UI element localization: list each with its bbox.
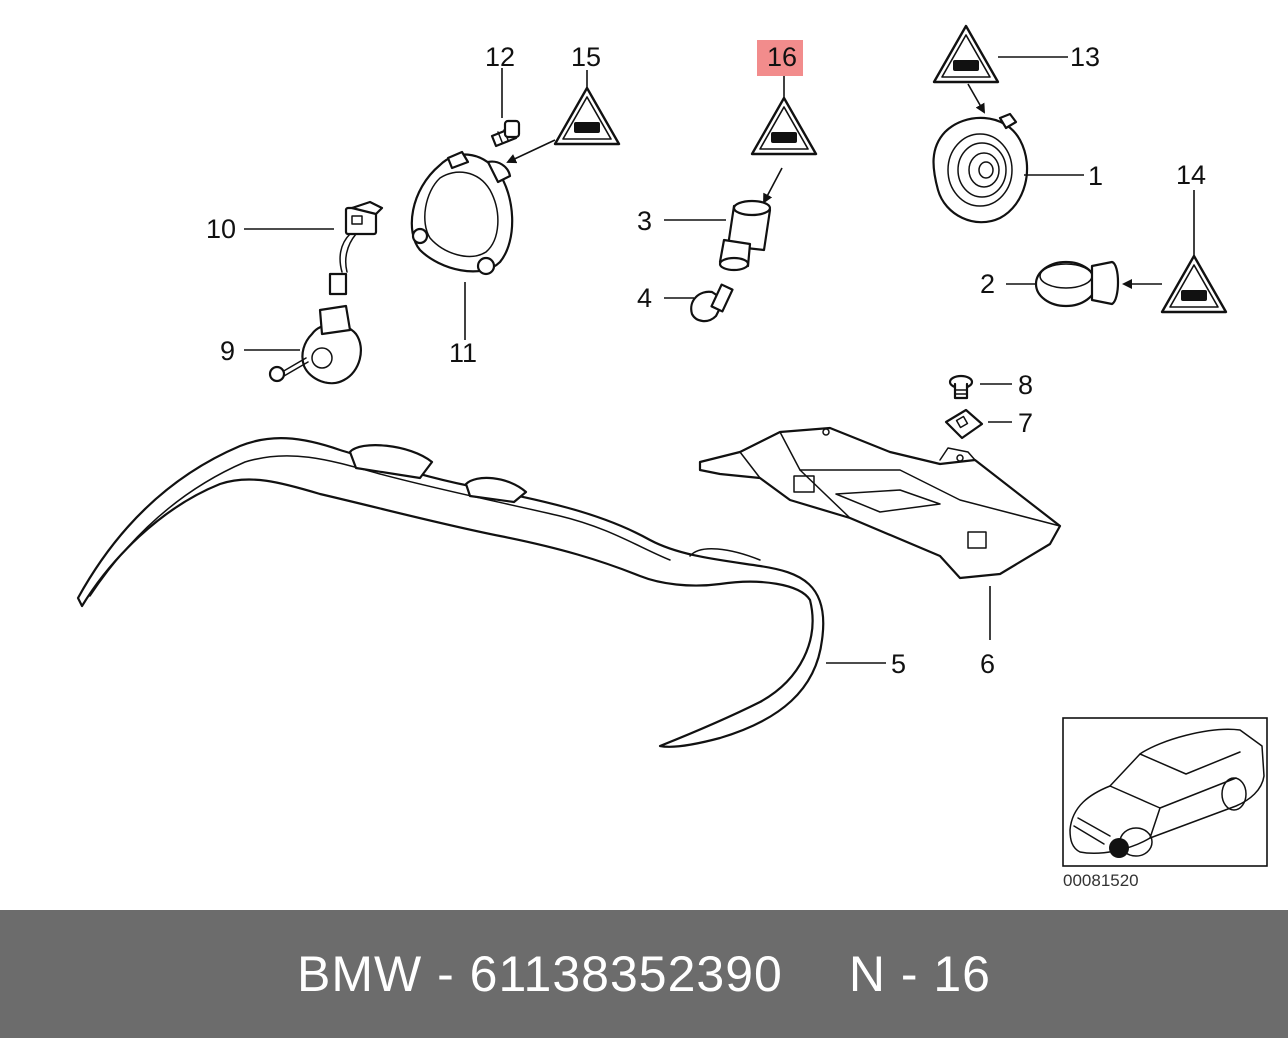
reflector-part-1 (932, 112, 1029, 224)
callout-10: 10 (206, 214, 236, 244)
housing-part-11 (410, 150, 514, 276)
callout-13: 13 (1070, 42, 1100, 72)
brand-label: BMW (297, 946, 423, 1002)
clip-nut-part-7 (944, 408, 984, 440)
callout-15: 15 (571, 42, 601, 72)
car-outline (1069, 728, 1265, 858)
warning-triangle-15 (553, 86, 621, 146)
reference-number: 00081520 (1063, 871, 1139, 890)
connector-part-10 (328, 200, 384, 296)
location-marker (1109, 838, 1129, 858)
callout-6: 6 (980, 649, 995, 679)
callout-8: 8 (1018, 370, 1033, 400)
callout-3: 3 (637, 206, 652, 236)
bracket-part-6 (698, 426, 1062, 580)
warning-triangle-13 (932, 24, 1000, 84)
callout-4: 4 (637, 283, 652, 313)
screw-part-12 (490, 119, 521, 148)
vehicle-location-inset: 00081520 (1062, 717, 1268, 890)
socket-part-3 (718, 199, 772, 272)
callout-11: 11 (449, 338, 477, 368)
socket-ring-part-2 (1034, 260, 1120, 308)
footer-bar: BMW - 61138352390 N - 16 (0, 910, 1288, 1038)
callout-1: 1 (1088, 161, 1103, 191)
callout-5: 5 (891, 649, 906, 679)
callout-7: 7 (1018, 408, 1033, 438)
bulb-part-4 (690, 283, 734, 323)
callout-14: 14 (1176, 160, 1206, 190)
warning-triangle-16 (750, 96, 818, 156)
callout-12: 12 (485, 42, 515, 72)
highlight-box-16 (757, 40, 803, 76)
callout-9: 9 (220, 336, 235, 366)
parts-diagram: 1 2 3 4 5 6 7 8 9 10 11 12 13 14 15 16 0… (76, 24, 1268, 890)
screw-part-8 (948, 374, 974, 400)
brand-separator: - (422, 946, 470, 1002)
callout-16: 16 (767, 42, 797, 72)
position-label: N - 16 (848, 946, 991, 1002)
callout-2: 2 (980, 269, 995, 299)
seal-strip-part-5 (76, 437, 825, 748)
warning-triangle-14 (1160, 254, 1228, 314)
part-number: 61138352390 (469, 946, 783, 1002)
bulb-holder-part-9 (268, 304, 362, 385)
callout-labels: 1 2 3 4 5 6 7 8 9 10 11 12 13 14 15 16 (206, 40, 1206, 679)
